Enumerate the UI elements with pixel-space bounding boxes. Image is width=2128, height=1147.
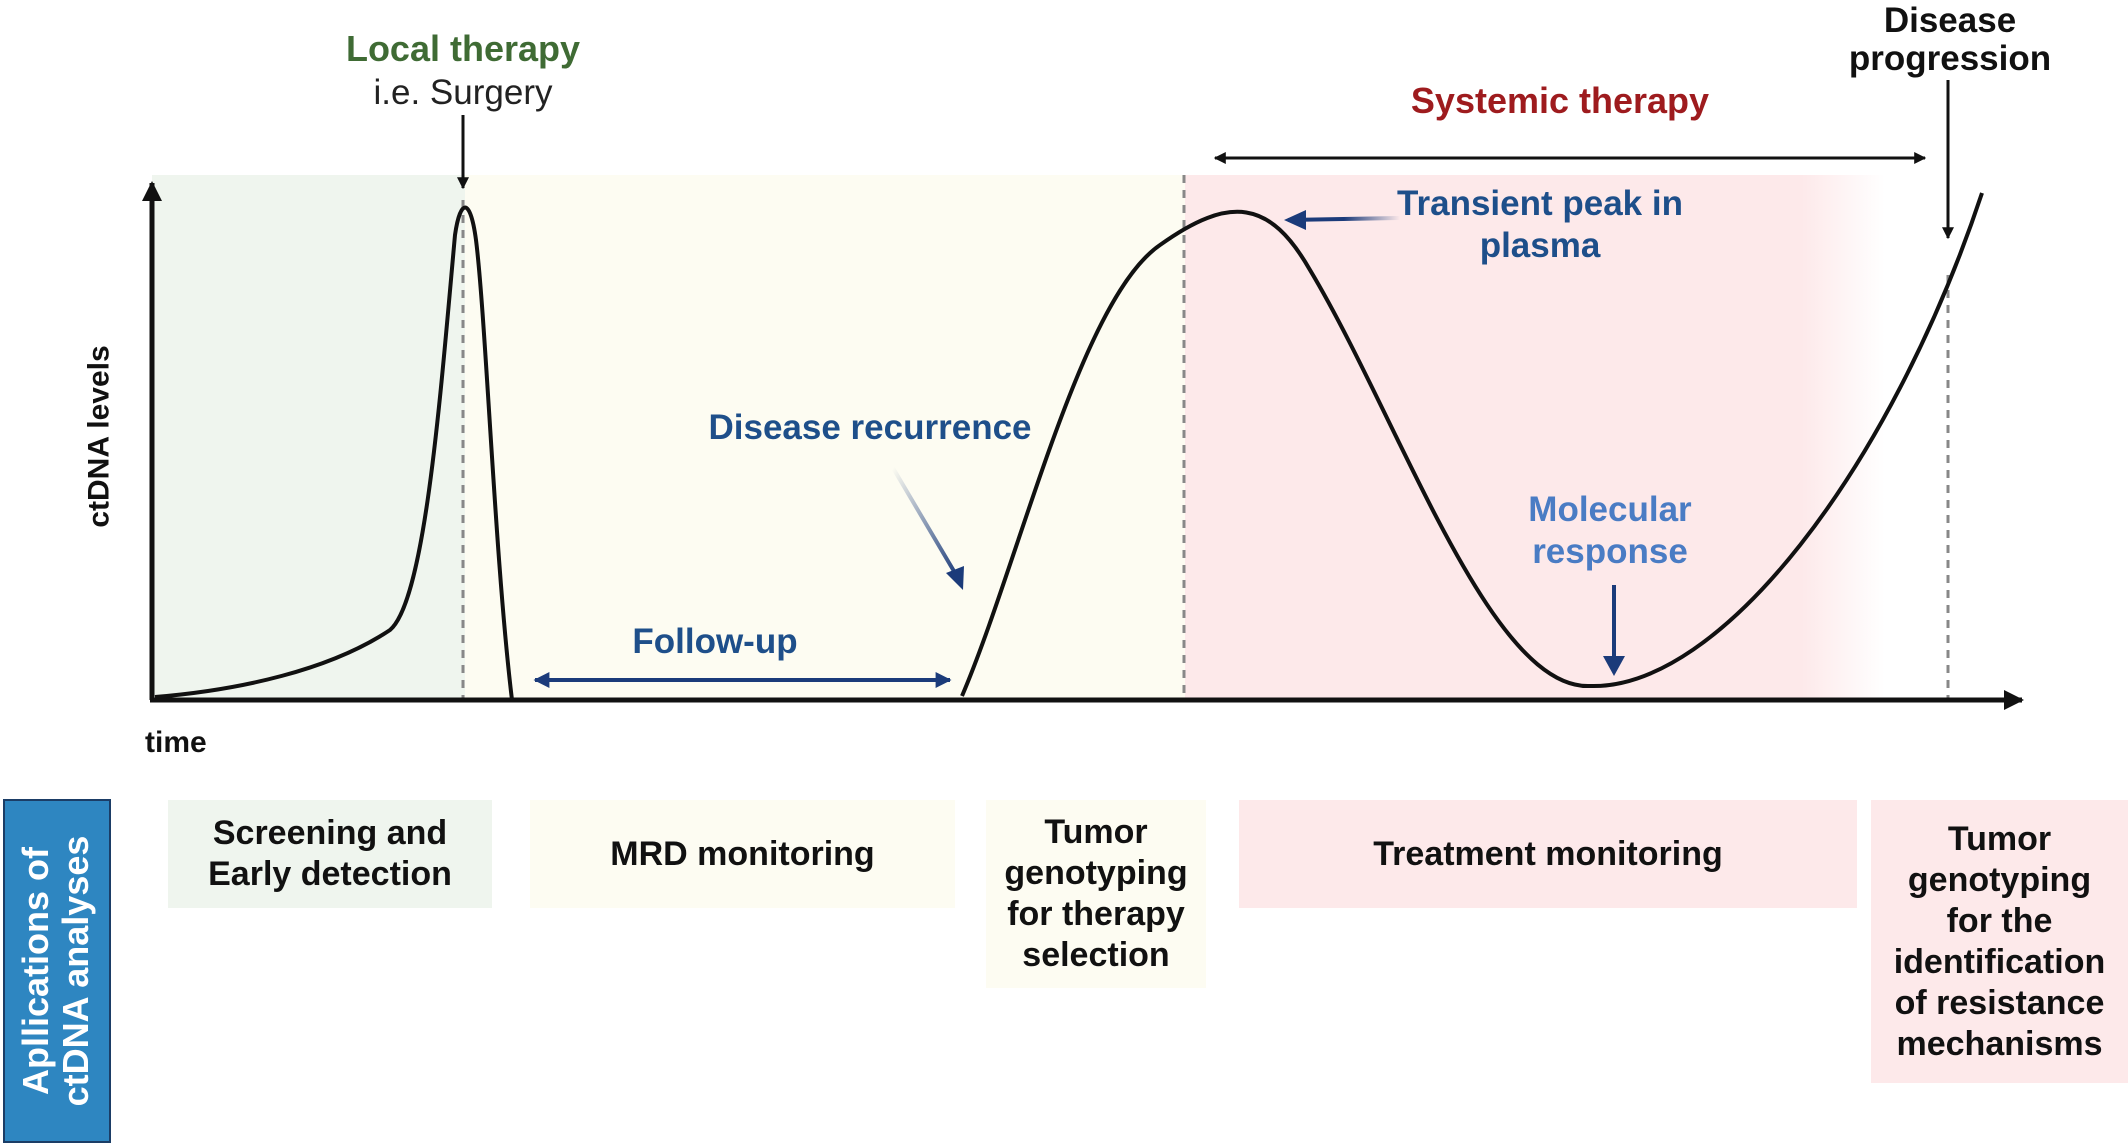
disease-recurrence-label: Disease recurrence — [708, 408, 1032, 447]
transient-peak-label-line1: Transient peak in — [1397, 184, 1683, 223]
recurrence-arrow — [891, 466, 960, 580]
local-therapy-label: Local therapy — [345, 28, 581, 69]
app-box-line: for the — [1946, 901, 2053, 940]
transient-peak-label-line2: plasma — [1479, 226, 1601, 265]
app-box-line: of resistance — [1894, 983, 2105, 1022]
app-box-mrd: MRD monitoring — [530, 800, 955, 908]
applications-title-line2: ctDNA analyses — [55, 835, 96, 1107]
app-box-line: selection — [1022, 936, 1170, 974]
zone-screening — [152, 175, 465, 700]
app-box-line: Screening and — [212, 814, 448, 852]
transient-peak-arrowhead — [1284, 210, 1306, 230]
transient-peak-arrow — [1287, 216, 1401, 222]
molecular-response-arrowhead — [1603, 656, 1625, 676]
applications-title: Apllications of ctDNA analyses — [15, 801, 96, 1141]
app-box-line: MRD monitoring — [610, 834, 875, 873]
app-box-line: genotyping — [1004, 854, 1188, 892]
x-axis-label: time — [145, 726, 207, 759]
y-axis-label: ctDNA levels — [82, 345, 116, 528]
applications-panel — [3, 799, 111, 1143]
zone-mrd — [465, 175, 1185, 700]
surgery-label: i.e. Surgery — [373, 73, 553, 112]
ctdna-curve-surgery-peak — [154, 205, 514, 701]
app-box-line: mechanisms — [1896, 1024, 2103, 1063]
app-box-line: Early detection — [208, 855, 452, 893]
molecular-response-label-line1: Molecular — [1528, 490, 1692, 529]
disease-progression-label-line1: Disease — [1883, 1, 2017, 40]
follow-up-label: Follow-up — [632, 622, 798, 661]
recurrence-arrowhead — [946, 566, 964, 590]
systemic-therapy-label: Systemic therapy — [1410, 80, 1710, 121]
app-box-tumor-genotyping-therapy: Tumor genotyping for therapy selection — [986, 800, 1206, 988]
applications-title-line1: Apllications of — [15, 847, 56, 1096]
app-box-line: Tumor — [1947, 819, 2052, 858]
app-box-screening: Screening and Early detection — [168, 800, 492, 908]
app-box-line: genotyping — [1907, 860, 2092, 899]
app-box-line: identification — [1893, 942, 2106, 981]
disease-progression-label-line2: progression — [1848, 39, 2052, 78]
zone-treatment — [1185, 175, 1885, 700]
ctdna-curve-main — [960, 192, 1984, 697]
app-box-treatment-monitoring: Treatment monitoring — [1239, 800, 1857, 908]
app-box-line: Treatment monitoring — [1373, 834, 1723, 873]
app-box-tumor-genotyping-resistance: Tumor genotyping for the identification … — [1871, 800, 2128, 1083]
app-box-line: for therapy — [1007, 895, 1185, 933]
app-box-line: Tumor — [1044, 813, 1148, 851]
molecular-response-label-line2: response — [1532, 532, 1688, 571]
